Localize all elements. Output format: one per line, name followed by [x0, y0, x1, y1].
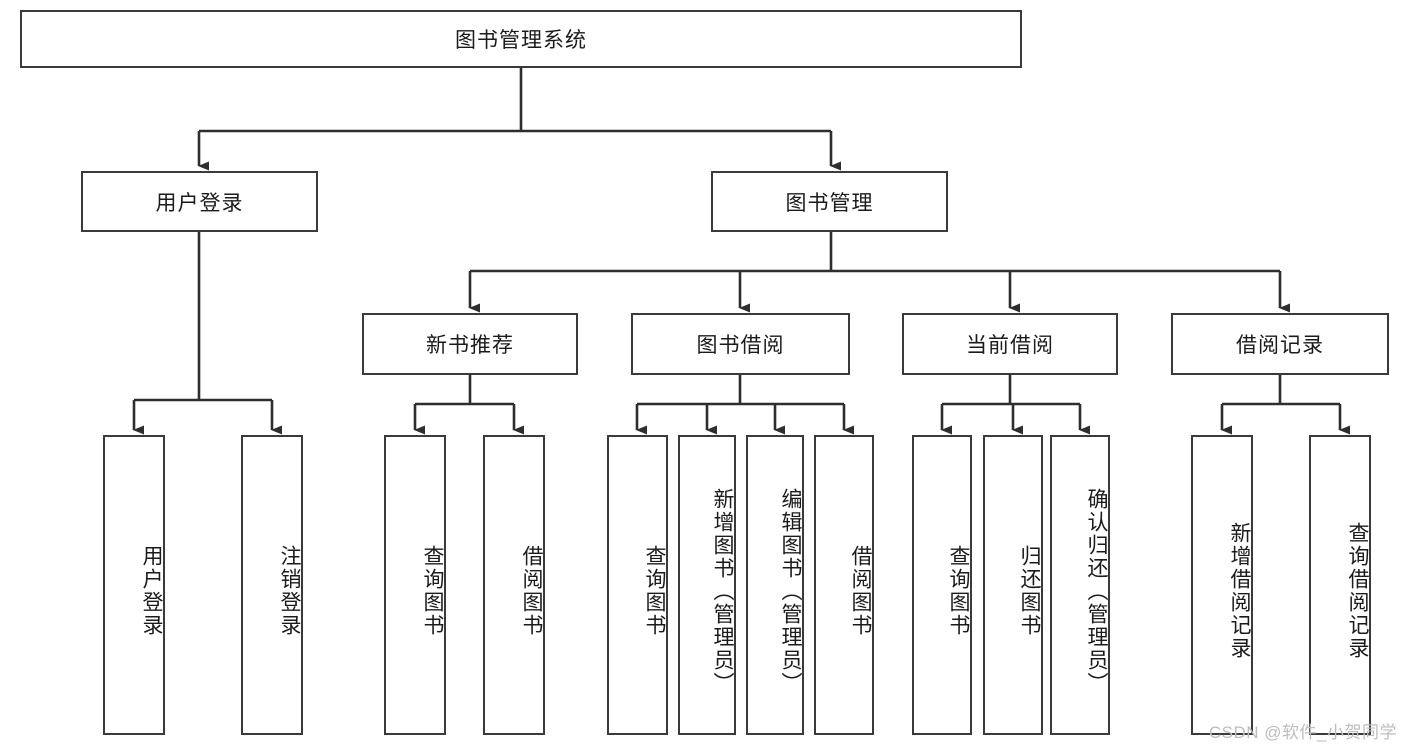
leaf-query-record-label: 查询借阅记录 — [1346, 522, 1369, 660]
node-new-book-recommend-label: 新书推荐 — [426, 334, 514, 357]
leaf-query-book-1-label: 查询图书 — [421, 545, 444, 637]
leaf-logout-login[interactable]: 注销登录 — [241, 435, 303, 735]
leaf-query-book-3-label: 查询图书 — [947, 545, 970, 637]
leaf-logout-login-label: 注销登录 — [278, 545, 301, 637]
node-book-manage[interactable]: 图书管理 — [711, 171, 948, 232]
leaf-query-book-1[interactable]: 查询图书 — [384, 435, 446, 735]
leaf-add-book[interactable]: 新增图书（管理员） — [678, 435, 736, 735]
leaf-query-book-2-label: 查询图书 — [643, 545, 666, 637]
node-book-borrow-label: 图书借阅 — [696, 334, 785, 357]
node-user-login[interactable]: 用户登录 — [81, 171, 318, 232]
leaf-edit-book-label: 编辑图书（管理员） — [779, 487, 802, 695]
leaf-edit-book[interactable]: 编辑图书（管理员） — [746, 435, 804, 735]
leaf-user-login-label: 用户登录 — [140, 545, 163, 637]
node-book-manage-label: 图书管理 — [785, 191, 874, 215]
node-user-login-label: 用户登录 — [155, 191, 244, 215]
leaf-return-book[interactable]: 归还图书 — [983, 435, 1043, 735]
leaf-confirm-return[interactable]: 确认归还（管理员） — [1050, 435, 1110, 735]
leaf-add-record[interactable]: 新增借阅记录 — [1191, 435, 1253, 735]
leaf-query-record[interactable]: 查询借阅记录 — [1309, 435, 1371, 735]
csdn-watermark: CSDN @软件_小贺同学 — [1208, 723, 1397, 742]
leaf-add-record-label: 新增借阅记录 — [1228, 522, 1251, 660]
node-new-book-recommend[interactable]: 新书推荐 — [362, 313, 578, 375]
node-root-system[interactable]: 图书管理系统 — [20, 10, 1022, 68]
node-current-borrow-label: 当前借阅 — [966, 334, 1054, 357]
leaf-query-book-2[interactable]: 查询图书 — [607, 435, 668, 735]
leaf-confirm-return-label: 确认归还（管理员） — [1085, 487, 1108, 695]
leaf-borrow-book-2[interactable]: 借阅图书 — [814, 435, 874, 735]
leaf-borrow-book-2-label: 借阅图书 — [849, 545, 872, 637]
leaf-borrow-book-1-label: 借阅图书 — [520, 545, 543, 637]
leaf-borrow-book-1[interactable]: 借阅图书 — [483, 435, 545, 735]
node-current-borrow[interactable]: 当前借阅 — [902, 313, 1118, 375]
leaf-query-book-3[interactable]: 查询图书 — [912, 435, 972, 735]
node-borrow-record-label: 借阅记录 — [1236, 334, 1324, 357]
node-book-borrow[interactable]: 图书借阅 — [631, 313, 850, 375]
leaf-return-book-label: 归还图书 — [1018, 545, 1041, 637]
node-borrow-record[interactable]: 借阅记录 — [1171, 313, 1389, 375]
leaf-user-login[interactable]: 用户登录 — [103, 435, 165, 735]
node-root-label: 图书管理系统 — [455, 29, 587, 52]
leaf-add-book-label: 新增图书（管理员） — [711, 487, 734, 695]
